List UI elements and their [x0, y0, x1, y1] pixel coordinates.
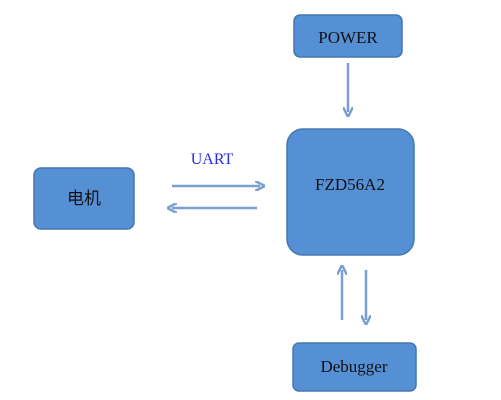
motor-label: 电机 [67, 189, 101, 209]
power-node: POWER [293, 14, 403, 58]
uart-label: UART [191, 151, 234, 168]
chip-box [286, 128, 415, 256]
debugger-box [292, 342, 417, 392]
chip-label: FZD56A2 [315, 175, 385, 194]
motor-node: 电机 [33, 167, 135, 230]
debugger-label: Debugger [320, 357, 387, 376]
power-label: POWER [318, 28, 378, 47]
chip-node: FZD56A2 [286, 128, 415, 256]
debugger-node: Debugger [292, 342, 417, 392]
power-box [293, 14, 403, 58]
motor-box [33, 167, 135, 230]
